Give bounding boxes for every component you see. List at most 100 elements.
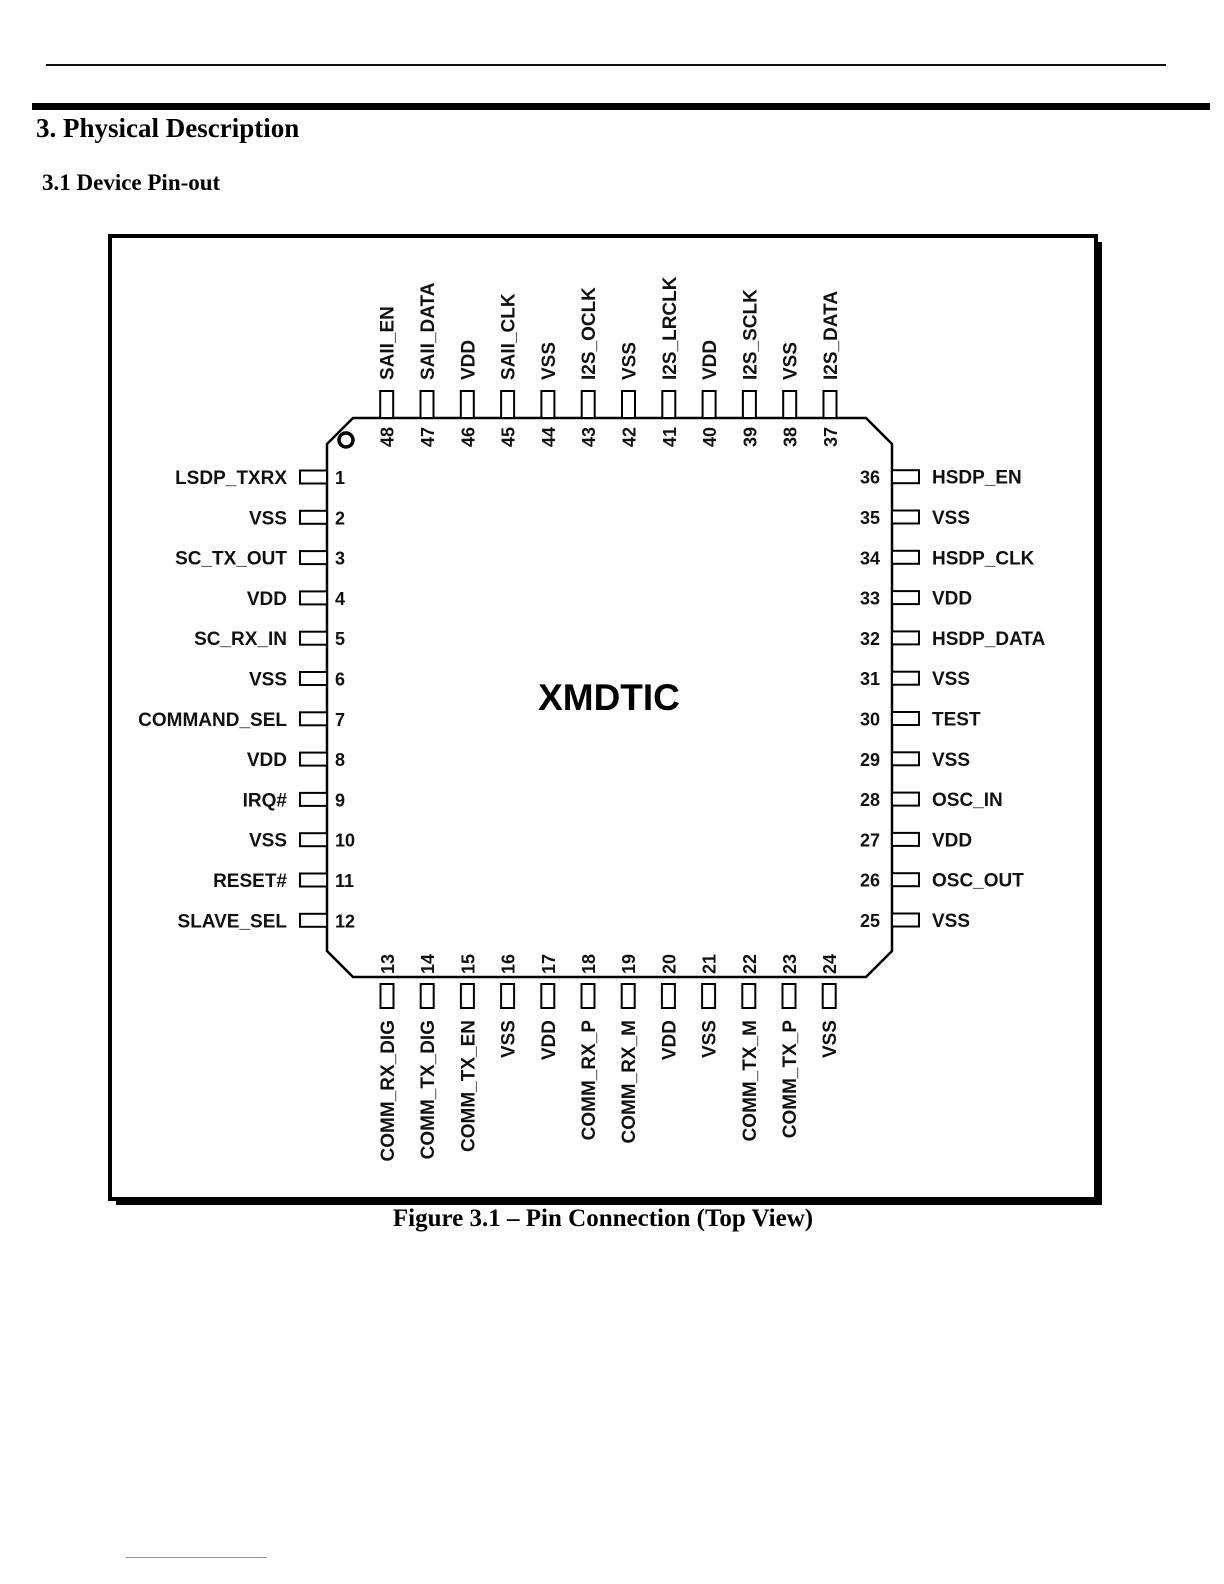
pin-name-label: HSDP_DATA [932, 629, 1046, 650]
pin-18 [580, 983, 596, 1009]
pin-number-label: 2 [335, 508, 345, 528]
pin-46 [459, 390, 475, 419]
pin-lead [891, 711, 920, 726]
pin-lead [299, 832, 328, 848]
pin-lead [419, 390, 435, 419]
pin-19 [620, 983, 636, 1009]
pin-name-label: VDD [247, 589, 287, 610]
pin-12 [299, 912, 328, 928]
pin-29 [891, 751, 920, 767]
pin-37 [822, 390, 838, 419]
pin-name-label: VSS [539, 342, 560, 380]
chip-body [325, 416, 894, 979]
pin-number-label: 42 [620, 427, 640, 447]
pin-lead [500, 390, 516, 419]
pin-number-label: 33 [860, 589, 880, 609]
pin-number-label: 29 [860, 750, 880, 770]
pin-number-label: 26 [860, 871, 880, 891]
chip-name: XMDTIC [538, 677, 680, 718]
pin-number-label: 47 [418, 427, 438, 447]
pin-name-label: SLAVE_SEL [178, 911, 288, 932]
pin-31 [891, 670, 920, 686]
pin-name-label: HSDP_CLK [932, 548, 1035, 569]
pin-8 [299, 751, 328, 767]
pin-15 [459, 983, 475, 1009]
pin-number-label: 28 [860, 790, 880, 810]
pin-name-label: VDD [932, 830, 972, 851]
pin-name-label: VSS [620, 342, 641, 380]
pin-name-label: COMM_RX_P [579, 1020, 600, 1141]
pin-6 [299, 671, 328, 686]
pin-name-label: VSS [820, 1020, 841, 1058]
pin-32 [891, 630, 920, 646]
pin-number-label: 21 [700, 954, 720, 974]
pin-name-label: I2S_OCLK [579, 287, 600, 380]
pin-lead [540, 983, 556, 1009]
pin-lead [299, 912, 328, 928]
pin-number-label: 10 [335, 831, 355, 851]
pin-name-label: VDD [458, 340, 479, 380]
pin-34 [891, 549, 920, 565]
pin-number-label: 5 [335, 629, 345, 649]
pin-name-label: VSS [781, 342, 802, 380]
header-rule [46, 64, 1166, 66]
pin-number-label: 36 [860, 468, 880, 488]
pin-39 [741, 390, 757, 419]
pin-40 [701, 390, 717, 419]
pin-number-label: 43 [579, 427, 599, 447]
pin-48 [379, 390, 395, 419]
pin-14 [419, 983, 435, 1009]
pin-42 [621, 390, 636, 419]
pin-number-label: 11 [335, 871, 354, 891]
pin-number-label: 40 [700, 427, 720, 447]
pin-1 [299, 469, 328, 485]
pin-lead [782, 390, 798, 419]
pin-lead [891, 831, 920, 847]
pin-lead [620, 983, 636, 1009]
pin-lead [540, 390, 556, 419]
pin-number-label: 3 [335, 549, 345, 569]
pin-lead [891, 791, 920, 807]
figure-caption: Figure 3.1 – Pin Connection (Top View) [392, 1205, 814, 1232]
pin-number-label: 31 [860, 669, 880, 689]
pin-name-label: VSS [499, 1020, 520, 1058]
pin-number-label: 7 [335, 710, 345, 730]
pin-name-label: SC_RX_IN [194, 629, 287, 650]
pin-5 [299, 630, 328, 646]
pin-name-label: LSDP_TXRX [175, 468, 287, 489]
pin-name-label: I2S_DATA [821, 291, 842, 380]
pin-name-label: I2S_SCLK [740, 289, 761, 380]
pin-3 [299, 550, 328, 566]
pin-name-label: COMM_RX_M [619, 1020, 640, 1144]
pin-lead [299, 711, 328, 727]
pin-number-label: 8 [335, 750, 345, 770]
footnote-rule [126, 1557, 267, 1558]
pin-lead [379, 390, 395, 419]
pin-lead [891, 912, 920, 928]
pin-name-label: COMM_RX_DIG [378, 1020, 399, 1161]
pin-25 [891, 912, 920, 928]
pin-name-label: VSS [932, 669, 970, 690]
pin-9 [299, 791, 328, 807]
pin-lead [459, 390, 475, 419]
pin-number-label: 46 [458, 427, 478, 447]
pin-lead [701, 390, 717, 419]
pin-lead [299, 751, 328, 767]
pin-21 [701, 983, 717, 1009]
pin-number-label: 34 [860, 548, 880, 568]
pin-36 [891, 469, 920, 485]
pin-lead [821, 983, 837, 1009]
pin-lead [891, 630, 920, 646]
pin-24 [821, 983, 837, 1009]
pin-number-label: 25 [860, 911, 880, 931]
pin-27 [891, 831, 920, 847]
pin-number-label: 13 [378, 954, 398, 974]
pin-lead [660, 983, 676, 1009]
pin-name-label: COMMAND_SEL [138, 710, 287, 731]
pin-name-label: VSS [932, 750, 970, 771]
pin-name-label: OSC_IN [932, 790, 1003, 811]
pin-lead [299, 791, 328, 807]
pin-lead [891, 469, 920, 485]
